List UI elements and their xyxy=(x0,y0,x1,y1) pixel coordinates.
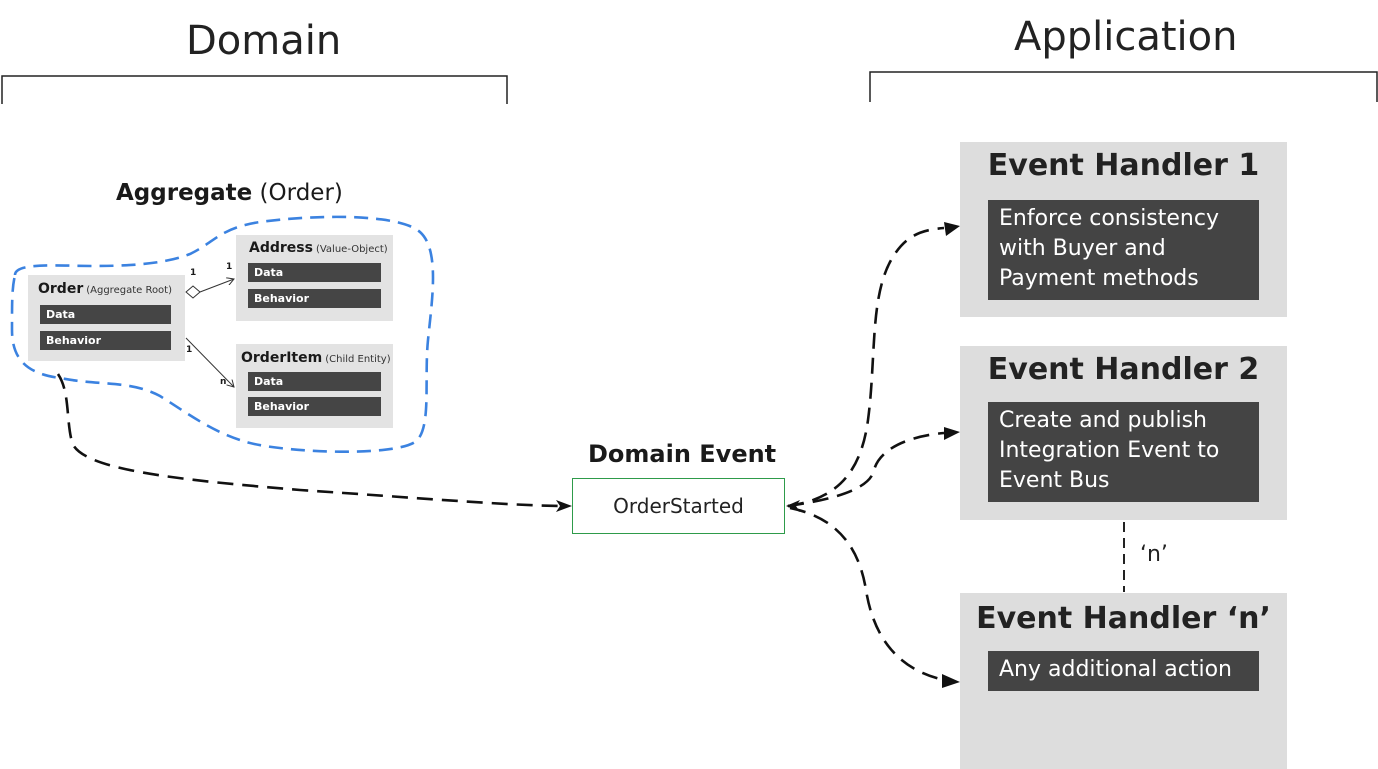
address-data-row: Data xyxy=(248,263,381,282)
event-handler-2-line-3: Event Bus xyxy=(999,468,1110,493)
aggregate-title: Aggregate (Order) xyxy=(116,180,343,206)
mult-order-item-right: n xyxy=(220,377,227,387)
order-entity-header: Order(Aggregate Root) xyxy=(38,281,172,297)
event-tail-arrowhead xyxy=(786,500,800,512)
event-handler-n-line-1: Any additional action xyxy=(999,657,1232,682)
orderitem-entity-note: (Child Entity) xyxy=(325,354,391,365)
event-handler-n-description: Any additional action xyxy=(988,651,1259,691)
event-handler-2-description: Create and publish Integration Event to … xyxy=(988,402,1259,502)
order-to-event-arrowhead xyxy=(556,500,572,512)
application-title: Application xyxy=(1014,14,1238,60)
mult-order-address-right: 1 xyxy=(226,262,233,272)
event-handler-2-line-2: Integration Event to xyxy=(999,438,1220,463)
event-handler-2-title: Event Handler 2 xyxy=(987,352,1260,387)
order-entity: Order(Aggregate Root) Data Behavior xyxy=(28,275,185,361)
application-bracket xyxy=(869,71,1378,102)
event-handler-n: Event Handler ‘n’ Any additional action xyxy=(960,593,1287,769)
event-handler-2: Event Handler 2 Create and publish Integ… xyxy=(960,346,1287,520)
domain-bracket xyxy=(1,75,508,104)
address-entity-header: Address(Value-Object) xyxy=(249,240,388,256)
mult-order-item-left: 1 xyxy=(186,345,193,355)
event-handler-1-line-1: Enforce consistency xyxy=(999,206,1219,231)
event-handler-1-description: Enforce consistency with Buyer and Payme… xyxy=(988,200,1259,300)
event-handler-1-line-3: Payment methods xyxy=(999,266,1199,291)
address-entity-name: Address xyxy=(249,240,313,256)
address-entity: Address(Value-Object) Data Behavior xyxy=(236,235,393,321)
orderitem-entity-header: OrderItem(Child Entity) xyxy=(241,350,391,366)
domain-title: Domain xyxy=(186,18,342,64)
event-handler-1-line-2: with Buyer and xyxy=(999,236,1166,261)
event-to-handler2-arrow xyxy=(787,431,945,508)
domain-event-name: OrderStarted xyxy=(613,494,744,518)
address-entity-note: (Value-Object) xyxy=(315,244,388,255)
event-handler-1: Event Handler 1 Enforce consistency with… xyxy=(960,142,1287,317)
order-behavior-row: Behavior xyxy=(40,331,171,350)
orderitem-entity: OrderItem(Child Entity) Data Behavior xyxy=(236,344,393,428)
order-orderitem-link xyxy=(185,337,234,387)
event-to-handlern-arrowhead xyxy=(942,674,960,688)
orderitem-entity-name: OrderItem xyxy=(241,350,323,366)
domain-event-box: OrderStarted xyxy=(572,478,785,534)
mult-order-address-left: 1 xyxy=(190,268,197,278)
address-behavior-row: Behavior xyxy=(248,289,381,308)
event-to-handler1-arrowhead xyxy=(944,222,960,236)
event-to-handler1-arrow xyxy=(787,226,945,508)
event-to-handlern-arrow xyxy=(789,506,945,682)
event-handler-2-line-1: Create and publish xyxy=(999,408,1207,433)
aggregation-diamond xyxy=(185,285,201,299)
event-to-handler2-arrowhead xyxy=(944,427,960,440)
aggregate-title-subject: (Order) xyxy=(252,180,343,206)
event-handler-1-title: Event Handler 1 xyxy=(987,148,1260,183)
order-address-link xyxy=(199,279,234,293)
order-entity-name: Order xyxy=(38,281,84,297)
event-handler-n-title: Event Handler ‘n’ xyxy=(976,601,1271,636)
order-data-row: Data xyxy=(40,305,171,324)
domain-event-title: Domain Event xyxy=(588,440,777,468)
order-entity-note: (Aggregate Root) xyxy=(86,285,173,296)
orderitem-behavior-row: Behavior xyxy=(248,397,381,416)
n-handlers-label: ‘n’ xyxy=(1140,542,1168,567)
orderitem-data-row: Data xyxy=(248,372,381,391)
aggregate-title-label: Aggregate xyxy=(116,180,253,206)
